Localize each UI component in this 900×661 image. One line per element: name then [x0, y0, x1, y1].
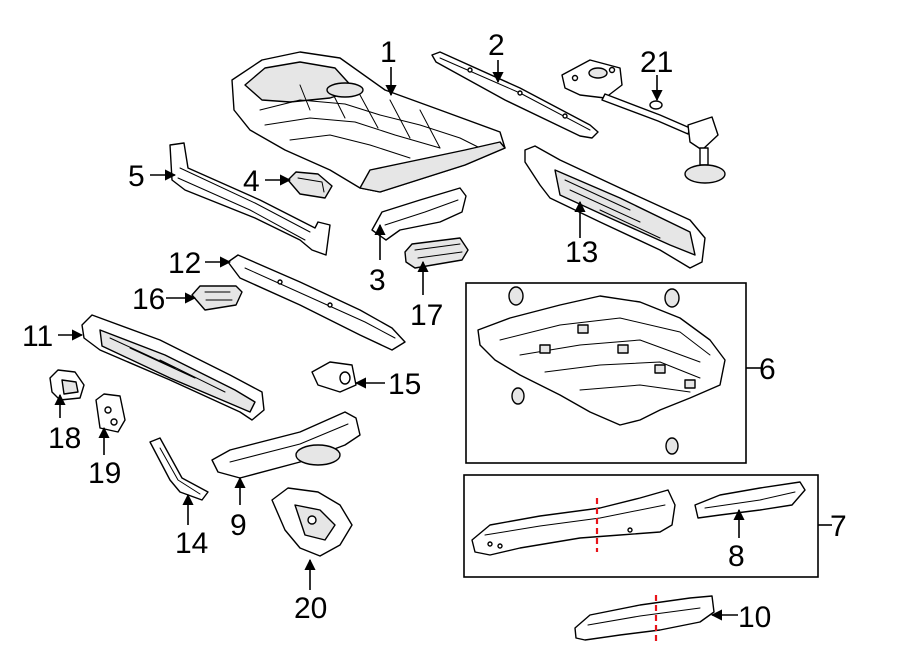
- callout-17: 17: [410, 299, 443, 332]
- part-18-bracket[interactable]: [49, 369, 85, 401]
- part-12-crossmember[interactable]: [227, 254, 406, 351]
- part-3-crossmember-bracket[interactable]: [371, 187, 467, 241]
- part-1-floor-pan[interactable]: [231, 51, 506, 193]
- part-8-extension[interactable]: [694, 481, 806, 519]
- callout-7: 7: [830, 510, 847, 543]
- part-4-bracket[interactable]: [287, 171, 333, 199]
- callout-19: 19: [88, 457, 121, 490]
- callout-11: 11: [22, 320, 53, 353]
- callout-10: 10: [738, 601, 771, 634]
- callout-20: 20: [294, 592, 327, 625]
- callout-16: 16: [132, 283, 165, 316]
- callout-2: 2: [488, 29, 505, 62]
- callout-3: 3: [369, 264, 386, 297]
- part-17-bracket[interactable]: [404, 237, 469, 269]
- callout-8: 8: [728, 540, 745, 573]
- callout-13: 13: [565, 236, 598, 269]
- leader-lines: [54, 60, 832, 621]
- callout-15: 15: [388, 368, 421, 401]
- callout-6: 6: [759, 353, 776, 386]
- callout-21: 21: [640, 46, 673, 79]
- part-7-rear-side-member-assy[interactable]: [471, 489, 676, 556]
- part-20-bracket[interactable]: [271, 487, 353, 557]
- callout-labels: 1 2 3 4 5 6 7 8 9 10 11 12 13 14 15 16 1…: [22, 29, 847, 634]
- group-box-6: [465, 282, 747, 464]
- callout-12: 12: [168, 247, 201, 280]
- part-15-bracket[interactable]: [311, 361, 357, 393]
- part-11-crossmember[interactable]: [81, 314, 265, 421]
- callout-18: 18: [48, 422, 81, 455]
- part-14-brace[interactable]: [149, 437, 209, 501]
- part-5-side-member[interactable]: [169, 142, 331, 256]
- part-10-side-member-extension[interactable]: [574, 595, 715, 641]
- callout-5: 5: [128, 160, 145, 193]
- callout-9: 9: [230, 509, 247, 542]
- callout-4: 4: [243, 165, 260, 198]
- group-box-7: [463, 474, 819, 578]
- callout-14: 14: [175, 527, 208, 560]
- part-6-floor-under-cover[interactable]: [477, 286, 726, 455]
- part-2-rail[interactable]: [431, 51, 599, 139]
- part-13-rear-side-member[interactable]: [524, 145, 706, 269]
- part-21-spare-tire-carrier[interactable]: [561, 59, 726, 184]
- part-19-bracket[interactable]: [95, 393, 126, 433]
- callout-1: 1: [380, 36, 397, 69]
- part-9-crossmember[interactable]: [211, 411, 361, 479]
- part-16-bracket[interactable]: [191, 285, 243, 311]
